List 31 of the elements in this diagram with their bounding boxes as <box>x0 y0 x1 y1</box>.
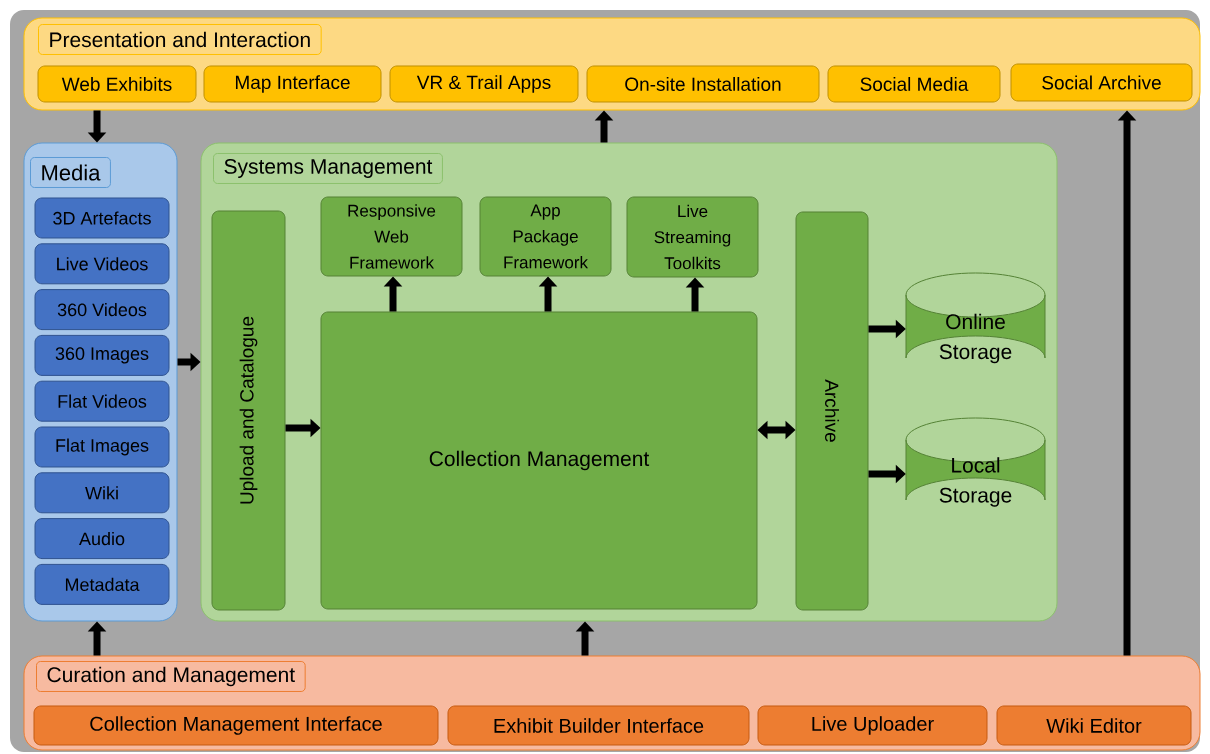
system-box: Upload and Catalogue <box>211 210 286 611</box>
tool-box: Collection Management Interface <box>33 705 439 746</box>
system-box: Responsive Web Framework <box>320 196 463 277</box>
system-box: Collection Management <box>320 311 758 610</box>
tool-box: Wiki Editor <box>996 705 1192 746</box>
output-box: Social Media <box>827 65 1001 103</box>
media-box: 360 Videos <box>34 289 170 331</box>
panel-heading: Curation and Management <box>36 661 306 692</box>
media-box: Audio <box>34 518 170 560</box>
media-box: 3D Artefacts <box>34 197 170 239</box>
panel-heading: Systems Management <box>213 153 443 184</box>
media-box: Metadata <box>34 563 170 605</box>
media-box: Flat Images <box>34 426 170 468</box>
output-box: Map Interface <box>203 65 382 103</box>
media-box: Flat Videos <box>34 380 170 422</box>
panel-heading: Media <box>30 157 111 188</box>
storage-cylinder: Local Storage <box>905 417 1046 507</box>
output-box: Web Exhibits <box>37 65 197 103</box>
tool-box: Exhibit Builder Interface <box>447 705 750 746</box>
media-box: Wiki <box>34 472 170 514</box>
output-box: VR & Trail Apps <box>389 65 579 103</box>
system-box: Archive <box>795 211 869 611</box>
storage-cylinder: Online Storage <box>905 272 1046 364</box>
media-box: 360 Images <box>34 334 170 376</box>
output-box: On-site Installation <box>586 65 820 103</box>
system-box: App Package Framework <box>479 196 612 277</box>
panel-heading: Presentation and Interaction <box>38 24 322 55</box>
tool-box: Live Uploader <box>757 705 988 746</box>
output-box: Social Archive <box>1010 63 1193 102</box>
system-box: Live Streaming Toolkits <box>626 196 759 278</box>
media-box: Live Videos <box>34 243 170 285</box>
